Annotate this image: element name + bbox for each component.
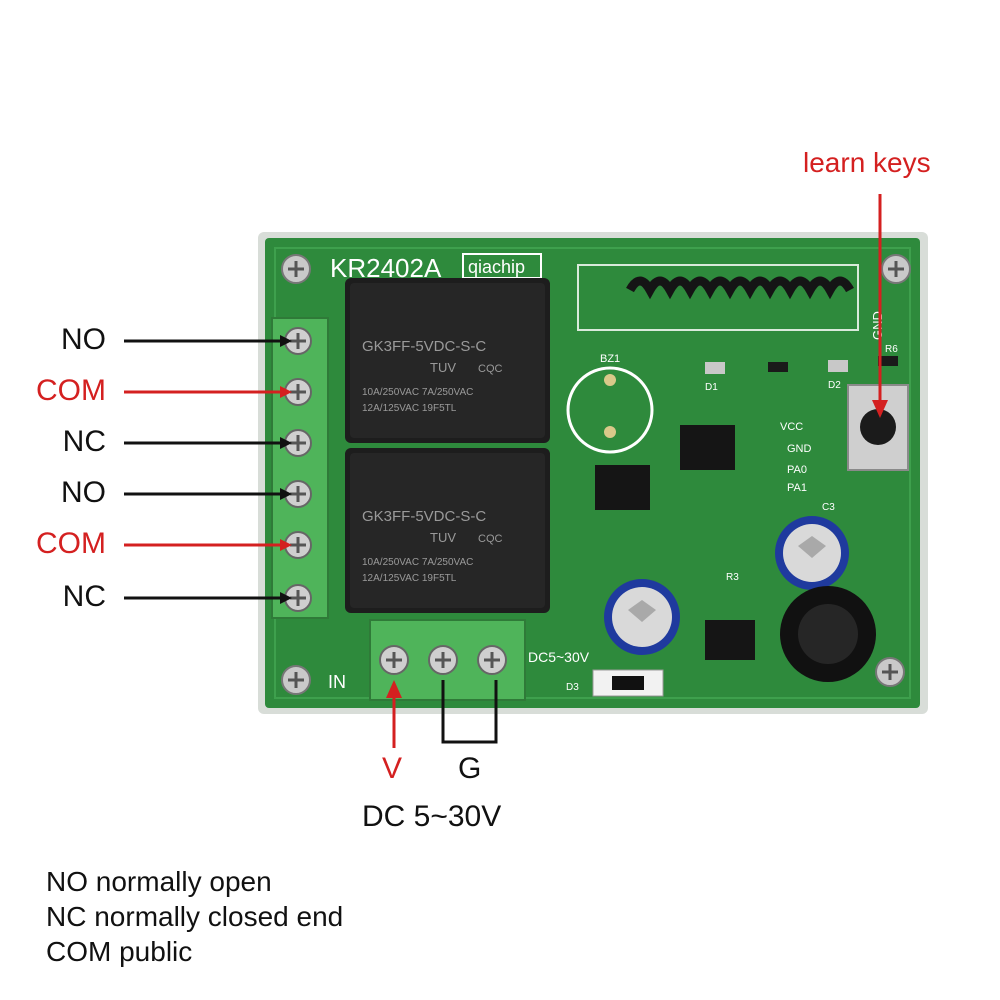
component-silk: R6: [885, 344, 898, 355]
screw-icon: [477, 645, 507, 675]
led: [828, 360, 848, 372]
learn-keys-label: learn keys: [803, 147, 931, 178]
arrow-head-icon: [280, 592, 292, 604]
resistor: [878, 356, 898, 366]
g-bracket: [441, 680, 498, 744]
relay-cert: TUV: [430, 360, 456, 375]
relay-rating: 10A/250VAC 7A/250VAC: [362, 387, 473, 398]
input-silk: IN: [328, 672, 346, 692]
arrow-head-icon: [280, 539, 292, 551]
arrow-head-icon: [280, 437, 292, 449]
ic-chip: [680, 425, 735, 470]
resistor: [768, 362, 788, 372]
pin-label: PA0: [787, 464, 807, 476]
arrow-head-icon: [280, 386, 292, 398]
learn-button[interactable]: [847, 384, 909, 471]
learn-button-cap[interactable]: [860, 409, 896, 445]
g-label: G: [458, 752, 482, 785]
legend-line: NC normally closed end: [46, 901, 344, 932]
relay-cert: TUV: [430, 530, 456, 545]
relay-rating: 12A/125VAC 19F5TL: [362, 573, 457, 584]
terminal-label: NO: [61, 476, 106, 509]
legend-line: COM public: [46, 936, 193, 967]
arrow-head-icon: [280, 335, 292, 347]
ic-chip: [705, 620, 755, 660]
arrow-head-icon: [280, 488, 292, 500]
arrow-head-icon: [386, 680, 402, 698]
relay-part: GK3FF-5VDC-S-C: [362, 508, 486, 525]
v-label: V: [382, 752, 403, 785]
pin-label: GND: [787, 443, 812, 455]
dc-silk: DC5~30V: [528, 649, 590, 665]
output-terminal-block: [271, 317, 329, 619]
inductor: [780, 586, 876, 682]
ic-chip: [595, 465, 650, 510]
dc-voltage-label: DC 5~30V: [362, 800, 502, 833]
screw-icon: [881, 254, 911, 284]
screw-icon: [281, 254, 311, 284]
terminal-label: COM: [36, 527, 106, 560]
relay-cert: CQC: [478, 533, 503, 545]
buzzer-silk: BZ1: [600, 353, 620, 365]
pin-label: PA1: [787, 482, 807, 494]
antenna-coil: [626, 276, 854, 300]
screw-icon: [379, 645, 409, 675]
screw-icon: [875, 657, 905, 687]
component-silk: D1: [705, 382, 718, 393]
screw-icon: [281, 665, 311, 695]
component-silk: R3: [726, 572, 739, 583]
terminal-label: NC: [62, 580, 106, 613]
board-brand: qiachip: [468, 257, 525, 277]
pin-label: VCC: [780, 421, 803, 433]
relay-cert: CQC: [478, 363, 503, 375]
relay-2: GK3FF-5VDC-S-C TUV CQC 10A/250VAC 7A/250…: [345, 448, 550, 613]
relay-1: GK3FF-5VDC-S-C TUV CQC 10A/250VAC 7A/250…: [345, 278, 550, 443]
relay-part: GK3FF-5VDC-S-C: [362, 338, 486, 355]
legend-line: NO normally open: [46, 866, 272, 897]
component-silk: D2: [828, 380, 841, 391]
screw-icon: [284, 378, 312, 406]
arrow-head-icon: [872, 400, 888, 418]
capacitor: [775, 516, 849, 590]
component-silk: C3: [822, 502, 835, 513]
gnd-silk: GND: [870, 311, 885, 340]
terminal-label: NC: [62, 425, 106, 458]
terminal-label: COM: [36, 374, 106, 407]
screw-icon: [284, 327, 312, 355]
screw-icon: [428, 645, 458, 675]
relay-rating: 10A/250VAC 7A/250VAC: [362, 557, 473, 568]
relay-rating: 12A/125VAC 19F5TL: [362, 403, 457, 414]
component-silk: D3: [566, 682, 579, 693]
capacitor: [604, 579, 680, 655]
terminal-label: NO: [61, 323, 106, 356]
buzzer: [566, 366, 654, 454]
rf-module: [577, 264, 859, 331]
led: [705, 362, 725, 374]
